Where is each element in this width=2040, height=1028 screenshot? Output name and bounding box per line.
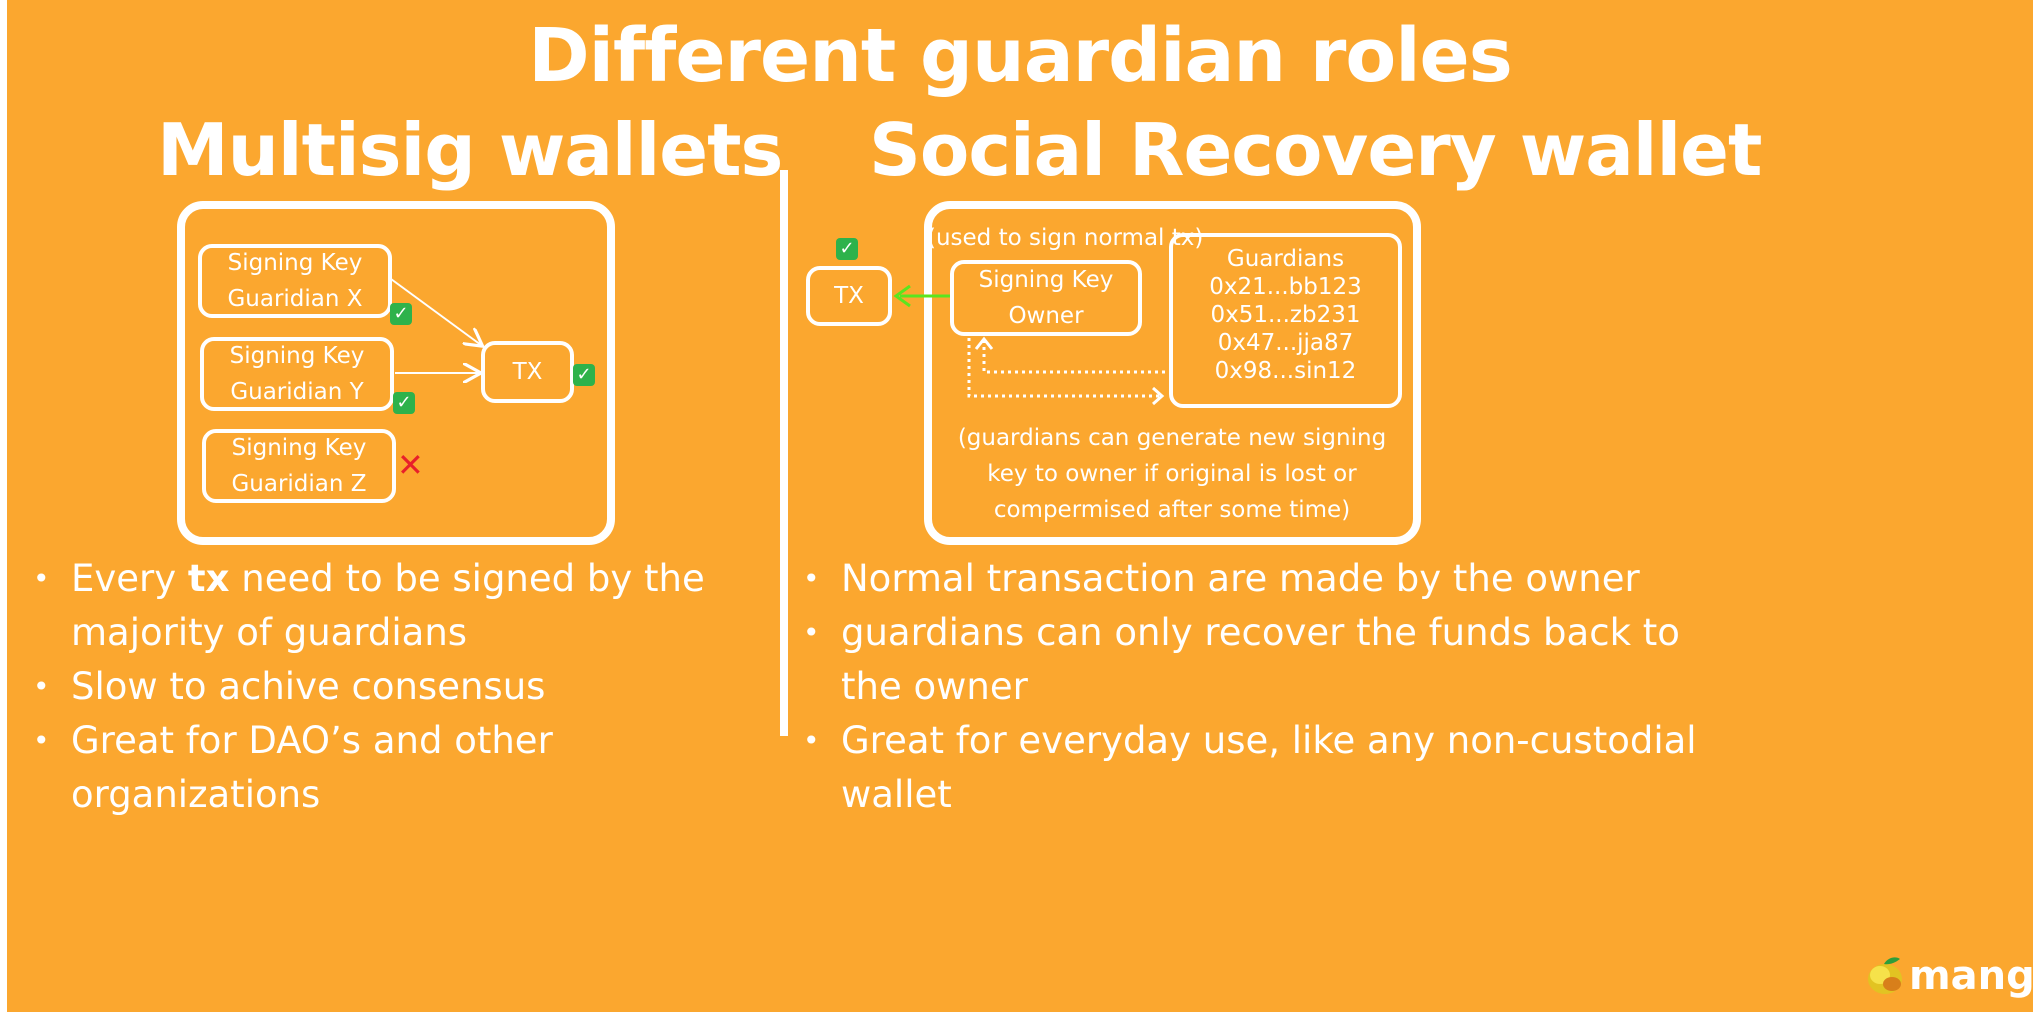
social-tx-box: TX xyxy=(806,266,892,326)
guardians-title: Guardians xyxy=(1226,246,1345,272)
check-mark-icon: ✓ xyxy=(573,364,595,386)
multisig-heading: Multisig wallets xyxy=(157,108,783,192)
social-diagram-frame xyxy=(924,201,1421,545)
cross-mark-icon: ✕ xyxy=(397,446,424,484)
dotted-owner-to-guardians xyxy=(967,338,1161,398)
multisig-diagram-frame xyxy=(177,201,615,545)
signing-key-guardian-x-box: Signing Key Guaridian X xyxy=(198,244,392,318)
arrow-x-to-tx xyxy=(390,278,481,345)
key-x-line2: Guaridian X xyxy=(227,286,363,312)
used-to-sign-note: (used to sign normal tx) xyxy=(927,225,1204,251)
list-item: Normal transaction are made by the owner xyxy=(803,552,1743,606)
key-x-line1: Signing Key xyxy=(227,250,363,276)
guardians-recovery-note: (guardians can generate new signing key … xyxy=(957,425,1387,523)
owner-key-line2: Owner xyxy=(1008,303,1084,329)
list-item: Slow to achive consensus xyxy=(33,660,753,714)
slide: Different guardian roles Multisig wallet… xyxy=(7,0,2033,1012)
check-mark-icon: ✓ xyxy=(393,392,415,414)
column-divider xyxy=(780,170,788,736)
social-arrows xyxy=(893,284,1165,406)
key-z-line1: Signing Key xyxy=(231,435,367,461)
check-mark-icon: ✓ xyxy=(390,303,412,325)
signing-key-owner-box: Signing Key Owner xyxy=(950,260,1142,336)
owner-key-line1: Signing Key xyxy=(978,267,1114,293)
multisig-tx-label: TX xyxy=(512,359,543,385)
guardian-address: 0x21...bb123 xyxy=(1209,274,1362,300)
guardian-address: 0x51...zb231 xyxy=(1210,302,1361,328)
list-item: Great for DAO’s and other organizations xyxy=(33,714,753,822)
list-item: guardians can only recover the funds bac… xyxy=(803,606,1743,714)
mango-logo-text: mango xyxy=(1909,953,2033,999)
multisig-bullet-list: Every tx need to be signed by the majori… xyxy=(33,552,753,822)
mango-fruit-icon xyxy=(1868,957,1902,994)
social-tx-label: TX xyxy=(834,283,864,309)
list-item: Great for everyday use, like any non-cus… xyxy=(803,714,1743,822)
guardian-address: 0x98...sin12 xyxy=(1214,358,1357,384)
dotted-guardians-to-owner xyxy=(982,340,1165,374)
multisig-arrows xyxy=(390,278,2033,1012)
social-bullet-list: Normal transaction are made by the owner… xyxy=(803,552,1743,822)
page-title: Different guardian roles xyxy=(528,13,1513,99)
signing-key-guardian-z-box: Signing Key Guaridian Z xyxy=(202,429,396,503)
guardian-address: 0x47...jja87 xyxy=(1217,330,1354,356)
key-z-line2: Guaridian Z xyxy=(231,471,367,497)
list-item: Every tx need to be signed by the majori… xyxy=(33,552,753,660)
signing-key-guardian-y-box: Signing Key Guaridian Y xyxy=(200,337,394,411)
key-y-line1: Signing Key xyxy=(229,343,365,369)
key-y-line2: Guaridian Y xyxy=(230,379,364,405)
multisig-tx-box: TX xyxy=(481,341,574,403)
guardians-box: Guardians 0x21...bb123 0x51...zb231 0x47… xyxy=(1169,233,1402,408)
check-mark-icon: ✓ xyxy=(836,238,858,260)
